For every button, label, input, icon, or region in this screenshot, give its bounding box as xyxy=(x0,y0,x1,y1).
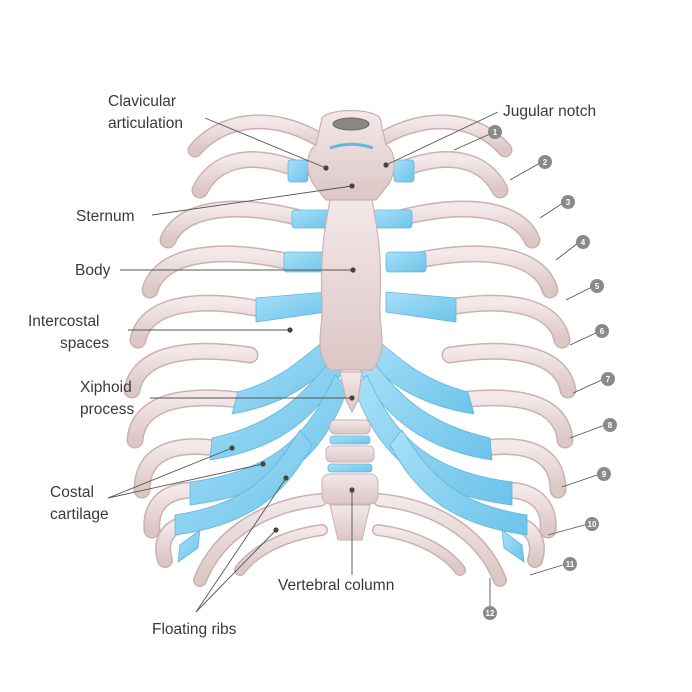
costal-cartilage-group xyxy=(174,159,528,563)
sternum-body xyxy=(319,199,383,371)
rib-number-3: 3 xyxy=(566,198,571,207)
label-costal-cartilage-line1: Costal xyxy=(50,484,94,501)
cartilage-4-right xyxy=(385,291,457,323)
cartilage-6-right xyxy=(359,359,493,461)
rib-marker-3: 3 xyxy=(561,195,575,209)
rib-marker-10: 10 xyxy=(585,517,599,531)
cartilage-8-left xyxy=(174,429,313,536)
cartilage-8-right xyxy=(389,429,528,536)
rib-marker-11: 11 xyxy=(563,557,577,571)
rib-number-9: 9 xyxy=(602,470,607,479)
cartilage-3-right xyxy=(385,251,427,273)
cartilage-1-right xyxy=(393,159,415,183)
rib-number-10: 10 xyxy=(588,520,597,529)
rib-number-12: 12 xyxy=(486,609,495,618)
sternum-bone xyxy=(307,109,395,414)
rib-number-4: 4 xyxy=(581,238,586,247)
rib-marker-4: 4 xyxy=(576,235,590,249)
rib-marker-8: 8 xyxy=(603,418,617,432)
label-vertebral-column: Vertebral column xyxy=(278,577,394,594)
cartilage-2-left xyxy=(291,209,331,229)
rib-marker-6: 6 xyxy=(595,324,609,338)
label-sternum: Sternum xyxy=(76,208,135,225)
cartilage-9-right xyxy=(501,529,525,563)
rib-marker-1: 1 xyxy=(488,125,502,139)
rib-marker-9: 9 xyxy=(597,467,611,481)
manubrium xyxy=(307,109,395,201)
label-clavicular-articulation-line1: Clavicular xyxy=(108,93,176,110)
cartilage-4-left xyxy=(255,291,327,323)
rib-number-1: 1 xyxy=(493,128,498,137)
xiphoid xyxy=(339,371,363,414)
rib-marker-12: 12 xyxy=(483,606,497,620)
label-floating-ribs: Floating ribs xyxy=(152,621,237,638)
ribs-group xyxy=(123,114,577,587)
text-labels: Clavicular articulation Jugular notch St… xyxy=(28,93,596,638)
rib-number-8: 8 xyxy=(608,421,613,430)
label-jugular-notch: Jugular notch xyxy=(503,103,596,120)
label-costal-cartilage-line2: cartilage xyxy=(50,506,109,523)
cartilage-2-right xyxy=(373,209,413,229)
cartilage-9-left xyxy=(177,529,201,563)
label-xiphoid-process-line1: Xiphoid xyxy=(80,379,132,396)
rib-number-2: 2 xyxy=(543,158,548,167)
rib-number-5: 5 xyxy=(595,282,600,291)
cartilage-6-left xyxy=(209,359,343,461)
cartilage-1-left xyxy=(287,159,309,183)
leader-lines xyxy=(107,111,606,613)
label-body: Body xyxy=(75,262,111,279)
rib-number-6: 6 xyxy=(600,327,605,336)
label-clavicular-articulation-line2: articulation xyxy=(108,115,183,132)
rib-marker-2: 2 xyxy=(538,155,552,169)
rib-marker-5: 5 xyxy=(590,279,604,293)
rib-number-11: 11 xyxy=(566,560,575,569)
vertebral-column xyxy=(321,419,379,541)
rib-number-7: 7 xyxy=(606,375,611,384)
rib-marker-7: 7 xyxy=(601,372,615,386)
rib-number-markers: 1 2 3 4 5 6 7 8 9 10 11 12 xyxy=(483,125,617,620)
label-intercostal-spaces-line2: spaces xyxy=(60,335,109,352)
label-xiphoid-process-line2: process xyxy=(80,401,135,418)
label-intercostal-spaces-line1: Intercostal xyxy=(28,313,100,330)
